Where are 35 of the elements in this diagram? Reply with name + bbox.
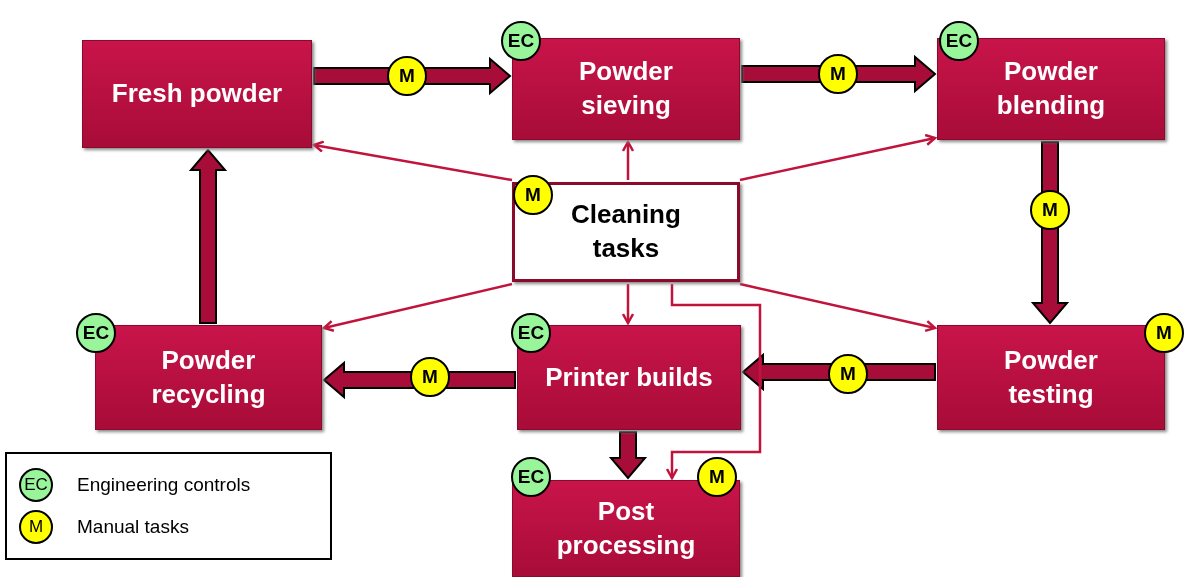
edge-label: M <box>387 56 427 96</box>
arrow <box>739 133 937 182</box>
box-label: Powder blending <box>995 55 1107 122</box>
badge-circle: EC <box>501 21 541 61</box>
arrow <box>621 140 635 180</box>
process-box <box>82 40 312 148</box>
edge-label: M <box>828 354 868 394</box>
edge-label: M <box>410 357 450 397</box>
arrow <box>621 284 635 325</box>
box-label: Printer builds <box>545 360 713 394</box>
block-arrow <box>188 148 228 324</box>
arrow <box>322 282 513 333</box>
badge-circle: EC <box>511 313 551 353</box>
badge-circle: M <box>697 457 737 497</box>
legend-label: Engineering controls <box>77 474 251 496</box>
box-label: Post processing <box>555 494 697 562</box>
badge-circle: M <box>1144 313 1184 353</box>
box-label: Powder testing <box>1003 343 1099 411</box>
arrow <box>312 140 513 182</box>
box-label: Powder sieving <box>578 55 674 122</box>
arrow <box>739 282 937 333</box>
box-label: Fresh powder <box>111 77 283 111</box>
box-label: Cleaning tasks <box>570 198 682 265</box>
badge-circle: M <box>513 175 553 215</box>
badge-circle: EC <box>511 457 551 497</box>
legend-swatch: EC <box>19 468 53 502</box>
edge-label: M <box>1030 190 1070 230</box>
box-label: Powder recycling <box>150 343 267 411</box>
edge-label: M <box>818 54 858 94</box>
legend-label: Manual tasks <box>77 516 189 538</box>
legend-swatch: M <box>19 510 53 544</box>
arrow <box>665 284 762 480</box>
badge-circle: EC <box>76 313 116 353</box>
badge-circle: EC <box>939 21 979 61</box>
block-arrow <box>608 431 648 480</box>
